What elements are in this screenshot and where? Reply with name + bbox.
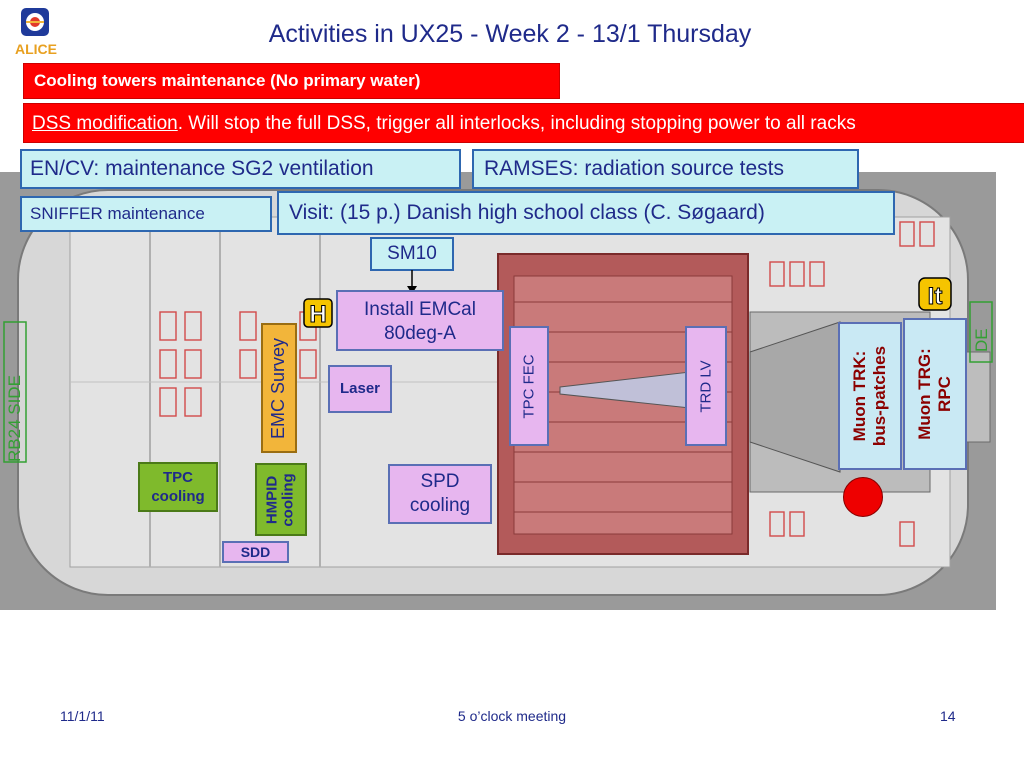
tpc-cooling-line1: TPC: [163, 469, 193, 486]
slide-title: Activities in UX25 - Week 2 - 13/1 Thurs…: [268, 20, 752, 48]
tpc-fec-label: TPC FEC: [520, 353, 538, 419]
spd-line1: SPD: [420, 471, 460, 492]
h-sign-icon: H: [303, 298, 333, 328]
muon-trk-box: Muon TRK:bus-patches: [838, 322, 902, 470]
rb24-side-label: RB24 SIDE: [5, 375, 24, 462]
trd-lv-box: TRD LV: [685, 326, 727, 446]
tpc-cooling-box: TPC cooling: [138, 462, 218, 512]
ramses-box: RAMSES: radiation source tests: [472, 149, 859, 189]
emcal-line2: 80deg-A: [384, 323, 456, 344]
footer-page-number: 14: [940, 708, 956, 724]
spd-line2: cooling: [409, 495, 471, 516]
sm10-box: SM10: [370, 237, 454, 271]
it-sign-text: It: [928, 283, 943, 310]
dss-banner: DSS modification. Will stop the full DSS…: [23, 103, 1024, 143]
footer-meeting: 5 o’clock meeting: [457, 708, 567, 724]
laser-box: Laser: [328, 365, 392, 413]
logo-text: ALICE: [15, 41, 57, 57]
footer-date: 11/1/11: [60, 708, 105, 724]
install-emcal-box: Install EMCal 80deg-A: [336, 290, 504, 351]
emc-survey-label: EMC Survey: [268, 337, 289, 439]
hmpid-line2: cooling: [280, 472, 298, 527]
cooling-towers-banner: Cooling towers maintenance (No primary w…: [23, 63, 560, 99]
muon-trg-line2: RPC: [935, 376, 954, 412]
red-dot-icon: [843, 477, 883, 517]
visit-box: Visit: (15 p.) Danish high school class …: [277, 191, 895, 235]
alice-logo: ALICE: [15, 8, 57, 57]
it-sign-icon: It: [918, 277, 952, 311]
tpc-fec-box: TPC FEC: [509, 326, 549, 446]
hmpid-line1: HMPID: [264, 475, 282, 524]
spd-cooling-box: SPD cooling: [388, 464, 492, 524]
muon-trk-line1: Muon TRK:: [850, 350, 870, 442]
muon-trg-line1: Muon TRG:: [915, 348, 934, 440]
sdd-box: SDD: [222, 541, 289, 563]
de-side-label: DE: [972, 328, 991, 352]
tpc-cooling-line2: cooling: [151, 488, 205, 505]
dss-modification-link[interactable]: DSS modification: [32, 113, 178, 134]
muon-trg-box: Muon TRG:RPC: [903, 318, 967, 470]
muon-trk-line2: bus-patches: [870, 345, 890, 447]
emcal-line1: Install EMCal: [364, 299, 476, 320]
trd-lv-label: TRD LV: [697, 359, 715, 413]
emc-survey-box: EMC Survey: [261, 323, 297, 453]
sniffer-box: SNIFFER maintenance: [20, 196, 272, 232]
h-sign-text: H: [309, 301, 326, 328]
dss-banner-text: . Will stop the full DSS, trigger all in…: [177, 113, 856, 134]
en-cv-ventilation-box: EN/CV: maintenance SG2 ventilation: [20, 149, 461, 189]
